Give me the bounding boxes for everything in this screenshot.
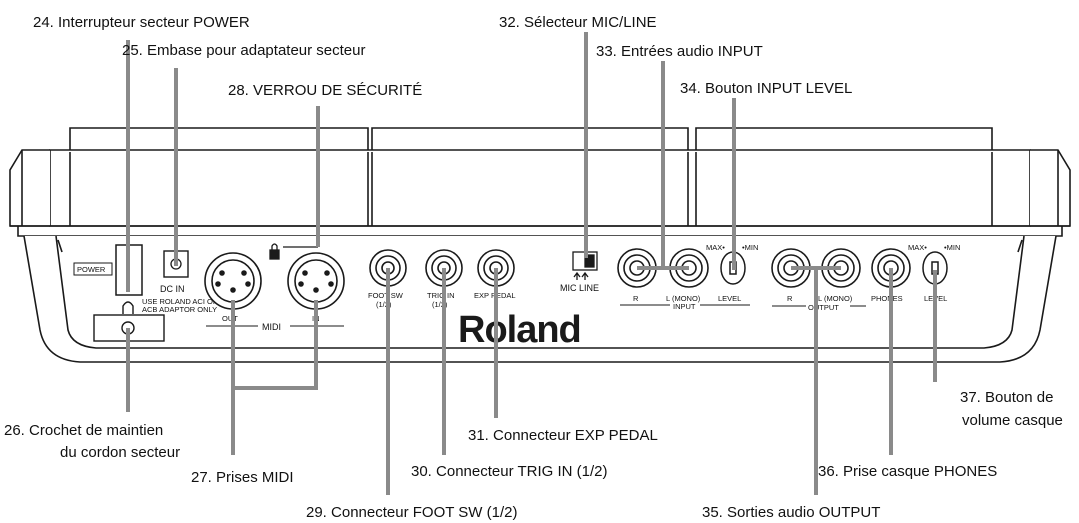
mic-line-label: MIC LINE bbox=[560, 283, 599, 293]
trigin-label-sub: (1/2) bbox=[432, 300, 448, 309]
midi-label: MIDI bbox=[262, 322, 281, 332]
callout-36: 36. Prise casque PHONES bbox=[818, 463, 997, 480]
callout-26-line1: 26. Crochet de maintien bbox=[4, 422, 163, 439]
footsw-label: FOOT SW bbox=[368, 291, 404, 300]
callout-34: 34. Bouton INPUT LEVEL bbox=[680, 80, 852, 97]
output-group-label: OUTPUT bbox=[808, 303, 839, 312]
input-r-label: R bbox=[633, 294, 639, 303]
input-min-label: •MIN bbox=[742, 243, 758, 252]
power-label: POWER bbox=[77, 265, 106, 274]
callout-29: 29. Connecteur FOOT SW (1/2) bbox=[306, 504, 517, 521]
callout-31: 31. Connecteur EXP PEDAL bbox=[468, 427, 658, 444]
roland-logo: Roland bbox=[458, 309, 581, 351]
input-l-label: L (MONO) bbox=[666, 294, 701, 303]
midi-in-jack[interactable] bbox=[287, 252, 345, 310]
midi-out-label: OUT bbox=[222, 314, 238, 323]
input-level-label: LEVEL bbox=[718, 294, 741, 303]
leader-lines bbox=[126, 32, 937, 495]
input-max-label: MAX• bbox=[706, 243, 725, 252]
callout-26-line2: du cordon secteur bbox=[60, 444, 180, 461]
callout-30: 30. Connecteur TRIG IN (1/2) bbox=[411, 463, 607, 480]
lock-icon[interactable] bbox=[269, 243, 318, 260]
phones-label: PHONES bbox=[871, 294, 903, 303]
callout-25: 25. Embase pour adaptateur secteur bbox=[122, 42, 366, 59]
callout-24: 24. Interrupteur secteur POWER bbox=[33, 14, 250, 31]
phones-max-label: MAX• bbox=[908, 243, 927, 252]
callout-27: 27. Prises MIDI bbox=[191, 469, 294, 486]
callout-32: 32. Sélecteur MIC/LINE bbox=[499, 14, 657, 31]
footsw-label-sub: (1/2) bbox=[376, 300, 392, 309]
dcin-label: DC IN bbox=[160, 284, 185, 294]
output-r-label: R bbox=[787, 294, 793, 303]
adaptor-label-1: USE ROLAND ACI OR bbox=[142, 297, 219, 306]
callout-37-line1: 37. Bouton de bbox=[960, 389, 1053, 406]
adaptor-label-2: ACB ADAPTOR ONLY bbox=[142, 305, 217, 314]
output-l-label: L (MONO) bbox=[818, 294, 853, 303]
trigin-label: TRIG IN bbox=[427, 291, 455, 300]
callout-33: 33. Entrées audio INPUT bbox=[596, 43, 763, 60]
phones-min-label: •MIN bbox=[944, 243, 960, 252]
callout-28: 28. VERROU DE SÉCURITÉ bbox=[228, 82, 422, 99]
callout-35: 35. Sorties audio OUTPUT bbox=[702, 504, 880, 521]
input-group-label: INPUT bbox=[673, 302, 696, 311]
callout-37-line2: volume casque bbox=[962, 412, 1063, 429]
